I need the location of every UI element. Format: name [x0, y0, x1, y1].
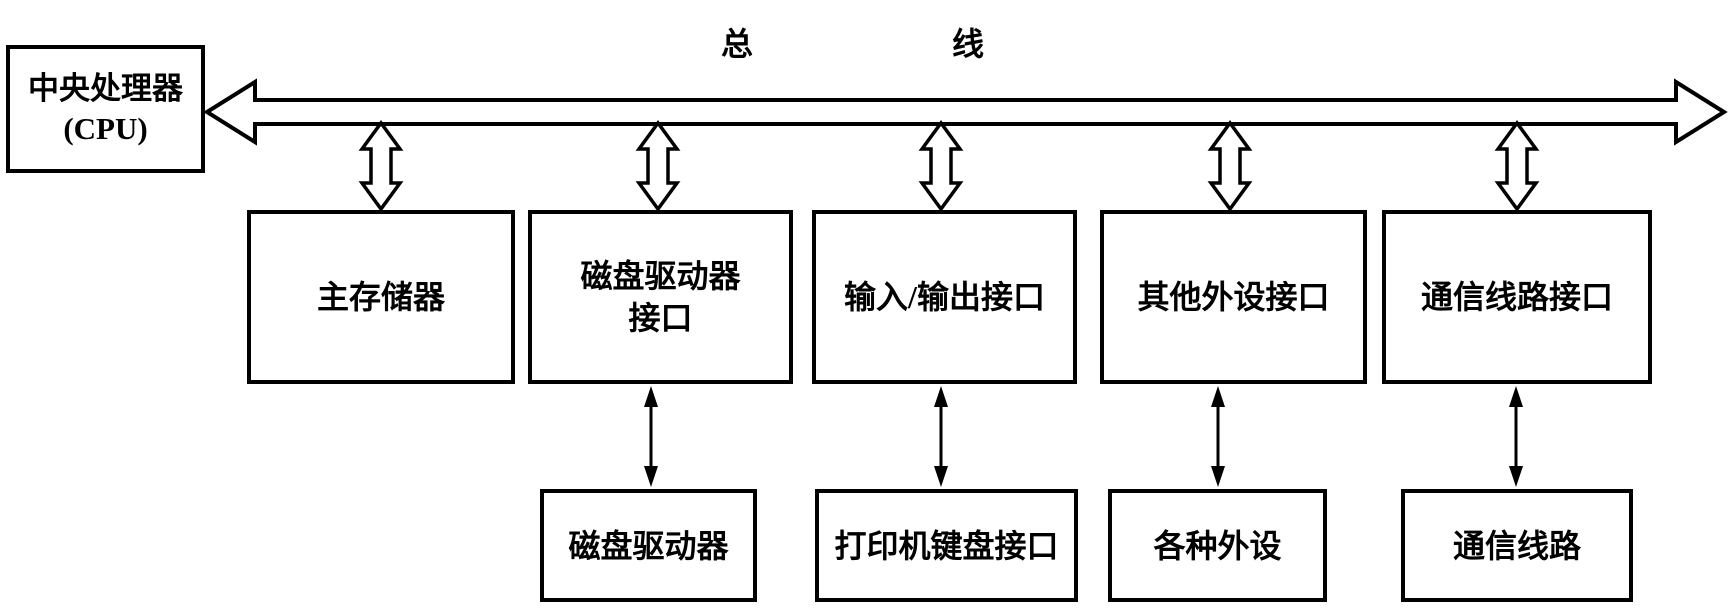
peripherals-box: 各种外设 — [1108, 489, 1327, 602]
bus-to-main-memory-arrow — [358, 120, 404, 212]
disk-drive-interface-label-line2: 接口 — [628, 300, 693, 336]
other-peripheral-interface-box: 其他外设接口 — [1100, 210, 1367, 384]
comm-interface-to-comm-line-arrow — [1509, 386, 1523, 487]
io-interface-to-printer-keyboard-arrow — [934, 386, 948, 487]
peripherals-label: 各种外设 — [1153, 527, 1282, 564]
printer-keyboard-interface-box: 打印机键盘接口 — [815, 489, 1078, 602]
printer-keyboard-interface-label: 打印机键盘接口 — [834, 527, 1059, 564]
main-memory-box: 主存储器 — [247, 210, 515, 384]
bus-to-comm-interface-arrow — [1494, 120, 1540, 212]
main-memory-label: 主存储器 — [316, 279, 445, 315]
peripheral-interface-to-peripherals-arrow — [1211, 386, 1225, 487]
bus-arrow — [203, 78, 1728, 146]
bus-to-disk-interface-arrow — [635, 120, 681, 212]
bus-to-io-interface-arrow — [918, 120, 964, 212]
bus-label-left: 总 — [721, 26, 754, 62]
comm-line-label: 通信线路 — [1452, 527, 1581, 564]
bus-label-right: 线 — [952, 26, 985, 62]
other-peripheral-interface-label: 其他外设接口 — [1137, 279, 1330, 315]
cpu-subtitle: (CPU) — [63, 111, 148, 146]
cpu-title: 中央处理器 — [28, 71, 183, 106]
bus-to-peripheral-interface-arrow — [1207, 120, 1253, 212]
comm-line-interface-box: 通信线路接口 — [1382, 210, 1652, 384]
disk-drive-label: 磁盘驱动器 — [568, 527, 729, 564]
io-interface-label: 输入/输出接口 — [844, 279, 1045, 315]
comm-line-interface-label: 通信线路接口 — [1420, 279, 1613, 315]
comm-line-box: 通信线路 — [1401, 489, 1633, 602]
cpu-box: 中央处理器 (CPU) — [6, 45, 205, 173]
disk-interface-to-disk-drive-arrow — [644, 386, 658, 487]
disk-drive-interface-label-line1: 磁盘驱动器 — [580, 258, 741, 294]
disk-drive-interface-box: 磁盘驱动器 接口 — [528, 210, 793, 384]
io-interface-box: 输入/输出接口 — [812, 210, 1077, 384]
disk-drive-box: 磁盘驱动器 — [540, 489, 757, 602]
